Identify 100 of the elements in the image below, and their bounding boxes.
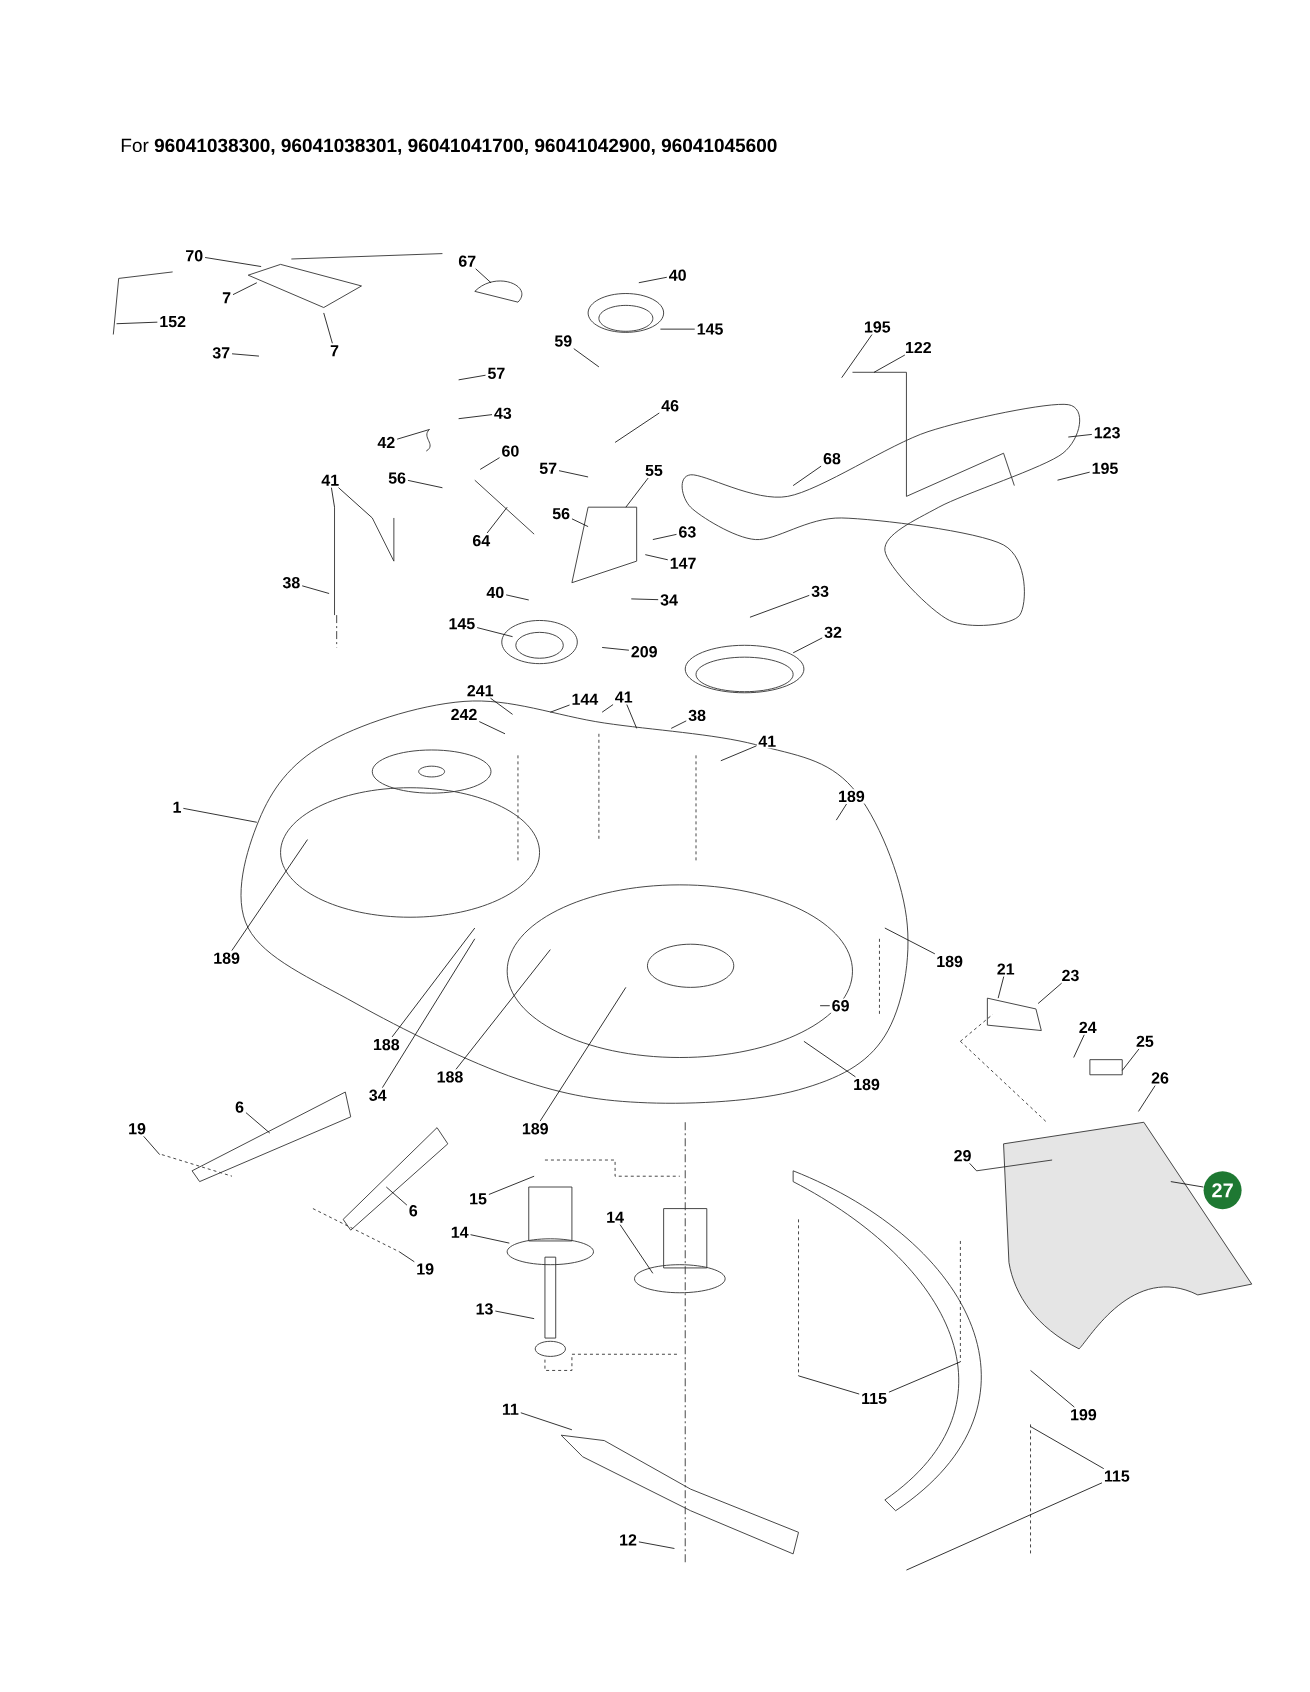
leader-line <box>997 976 1005 999</box>
callout-number: 7 <box>220 290 233 305</box>
leader-line <box>455 949 551 1070</box>
callout-number: 38 <box>280 575 302 590</box>
callout-number: 15 <box>467 1191 489 1206</box>
leader-line <box>391 927 476 1038</box>
callout-number: 59 <box>552 333 574 349</box>
leader-line <box>792 637 823 654</box>
leader-line <box>1073 1034 1085 1058</box>
callout-number: 70 <box>183 248 205 263</box>
leader-line <box>1057 471 1091 481</box>
leader-line <box>475 268 492 284</box>
leader-line <box>398 1251 415 1263</box>
callout-number: 14 <box>449 1225 471 1240</box>
leader-line <box>720 745 757 762</box>
leader-line <box>1121 1048 1140 1071</box>
leader-line <box>660 328 696 330</box>
leader-line <box>478 721 506 735</box>
callout-number: 23 <box>1060 968 1081 983</box>
callout-number: 29 <box>952 1148 973 1163</box>
leader-line <box>619 1224 654 1274</box>
leader-line <box>1138 1085 1156 1112</box>
callout-number: 199 <box>1068 1407 1099 1422</box>
callout-number: 11 <box>500 1402 521 1417</box>
callout-number: 42 <box>375 435 397 450</box>
leader-line <box>396 429 430 440</box>
leader-line <box>479 457 500 470</box>
leader-line <box>494 1310 535 1320</box>
leader-line <box>539 986 627 1122</box>
callout-number: 41 <box>319 473 341 488</box>
leader-line <box>1170 1181 1204 1188</box>
callout-number: 57 <box>537 461 559 476</box>
callout-number: 57 <box>486 366 507 381</box>
leader-line <box>906 1482 1103 1571</box>
leader-line <box>601 704 614 713</box>
leader-line <box>476 627 513 638</box>
callout-number: 6 <box>233 1100 246 1115</box>
leader-line <box>458 374 486 381</box>
callout-number: 145 <box>695 322 725 337</box>
leader-line <box>488 1175 535 1195</box>
leader-line <box>1037 982 1063 1004</box>
leader-line <box>601 647 630 651</box>
leader-line <box>331 487 335 508</box>
leader-line <box>888 1361 961 1393</box>
leader-line <box>301 585 330 594</box>
leader-line <box>231 839 308 951</box>
leader-line <box>873 354 906 373</box>
callout-number: 7 <box>328 343 341 358</box>
callout-number: 56 <box>386 470 408 486</box>
leader-line <box>571 518 589 527</box>
callout-number: 189 <box>836 789 867 804</box>
leader-line <box>652 533 677 540</box>
callout-number: 188 <box>371 1037 402 1052</box>
leader-line <box>792 465 822 486</box>
callout-number: 63 <box>677 524 698 540</box>
callout-number: 64 <box>470 533 492 548</box>
leader-line <box>638 1541 675 1549</box>
callout-number: 21 <box>995 961 1017 977</box>
leader-line <box>1030 1370 1075 1408</box>
callout-number: 14 <box>604 1210 626 1225</box>
callout-number: 144 <box>570 692 600 707</box>
leader-line <box>338 487 373 519</box>
leader-line <box>1030 1426 1105 1470</box>
leader-line <box>884 927 936 955</box>
leader-line <box>143 1135 161 1156</box>
callout-number: 12 <box>617 1532 639 1547</box>
leader-line <box>323 312 333 344</box>
callout-number: 6 <box>407 1203 420 1218</box>
leader-line <box>819 1005 831 1007</box>
title: For 96041038300, 96041038301, 96041041700, 96041042900, 96041045600 <box>121 138 777 155</box>
callout-number: 189 <box>520 1121 551 1136</box>
callout-number: 60 <box>500 443 521 459</box>
leader-line <box>626 704 638 729</box>
callout-number: 189 <box>851 1077 882 1092</box>
callout-number: 26 <box>1149 1070 1171 1086</box>
callout-number: 25 <box>1134 1034 1156 1049</box>
callout-number: 40 <box>484 585 506 600</box>
callout-number: 43 <box>492 406 514 421</box>
callout-number: 19 <box>126 1121 148 1136</box>
callout-number: 46 <box>659 398 681 413</box>
callout-number: 189 <box>211 951 242 966</box>
leader-line <box>749 594 810 618</box>
leader-line <box>841 334 873 379</box>
callout-number: 189 <box>934 954 965 969</box>
callout-number: 152 <box>157 314 188 329</box>
callout-number: 209 <box>629 644 660 659</box>
leader-line <box>505 594 530 601</box>
leader-line <box>385 1186 408 1206</box>
callout-number: 188 <box>435 1069 465 1085</box>
callout-number: 38 <box>686 708 708 723</box>
leader-line <box>520 1412 573 1431</box>
leader-line <box>630 598 659 601</box>
leader-line <box>458 414 493 420</box>
callout-number: 37 <box>210 345 232 361</box>
leader-line <box>638 276 668 284</box>
leader-line <box>470 1234 510 1244</box>
callout-number: 241 <box>465 683 496 698</box>
callout-number: 115 <box>859 1391 889 1406</box>
callout-number: 33 <box>809 584 831 599</box>
leader-line <box>486 506 508 534</box>
